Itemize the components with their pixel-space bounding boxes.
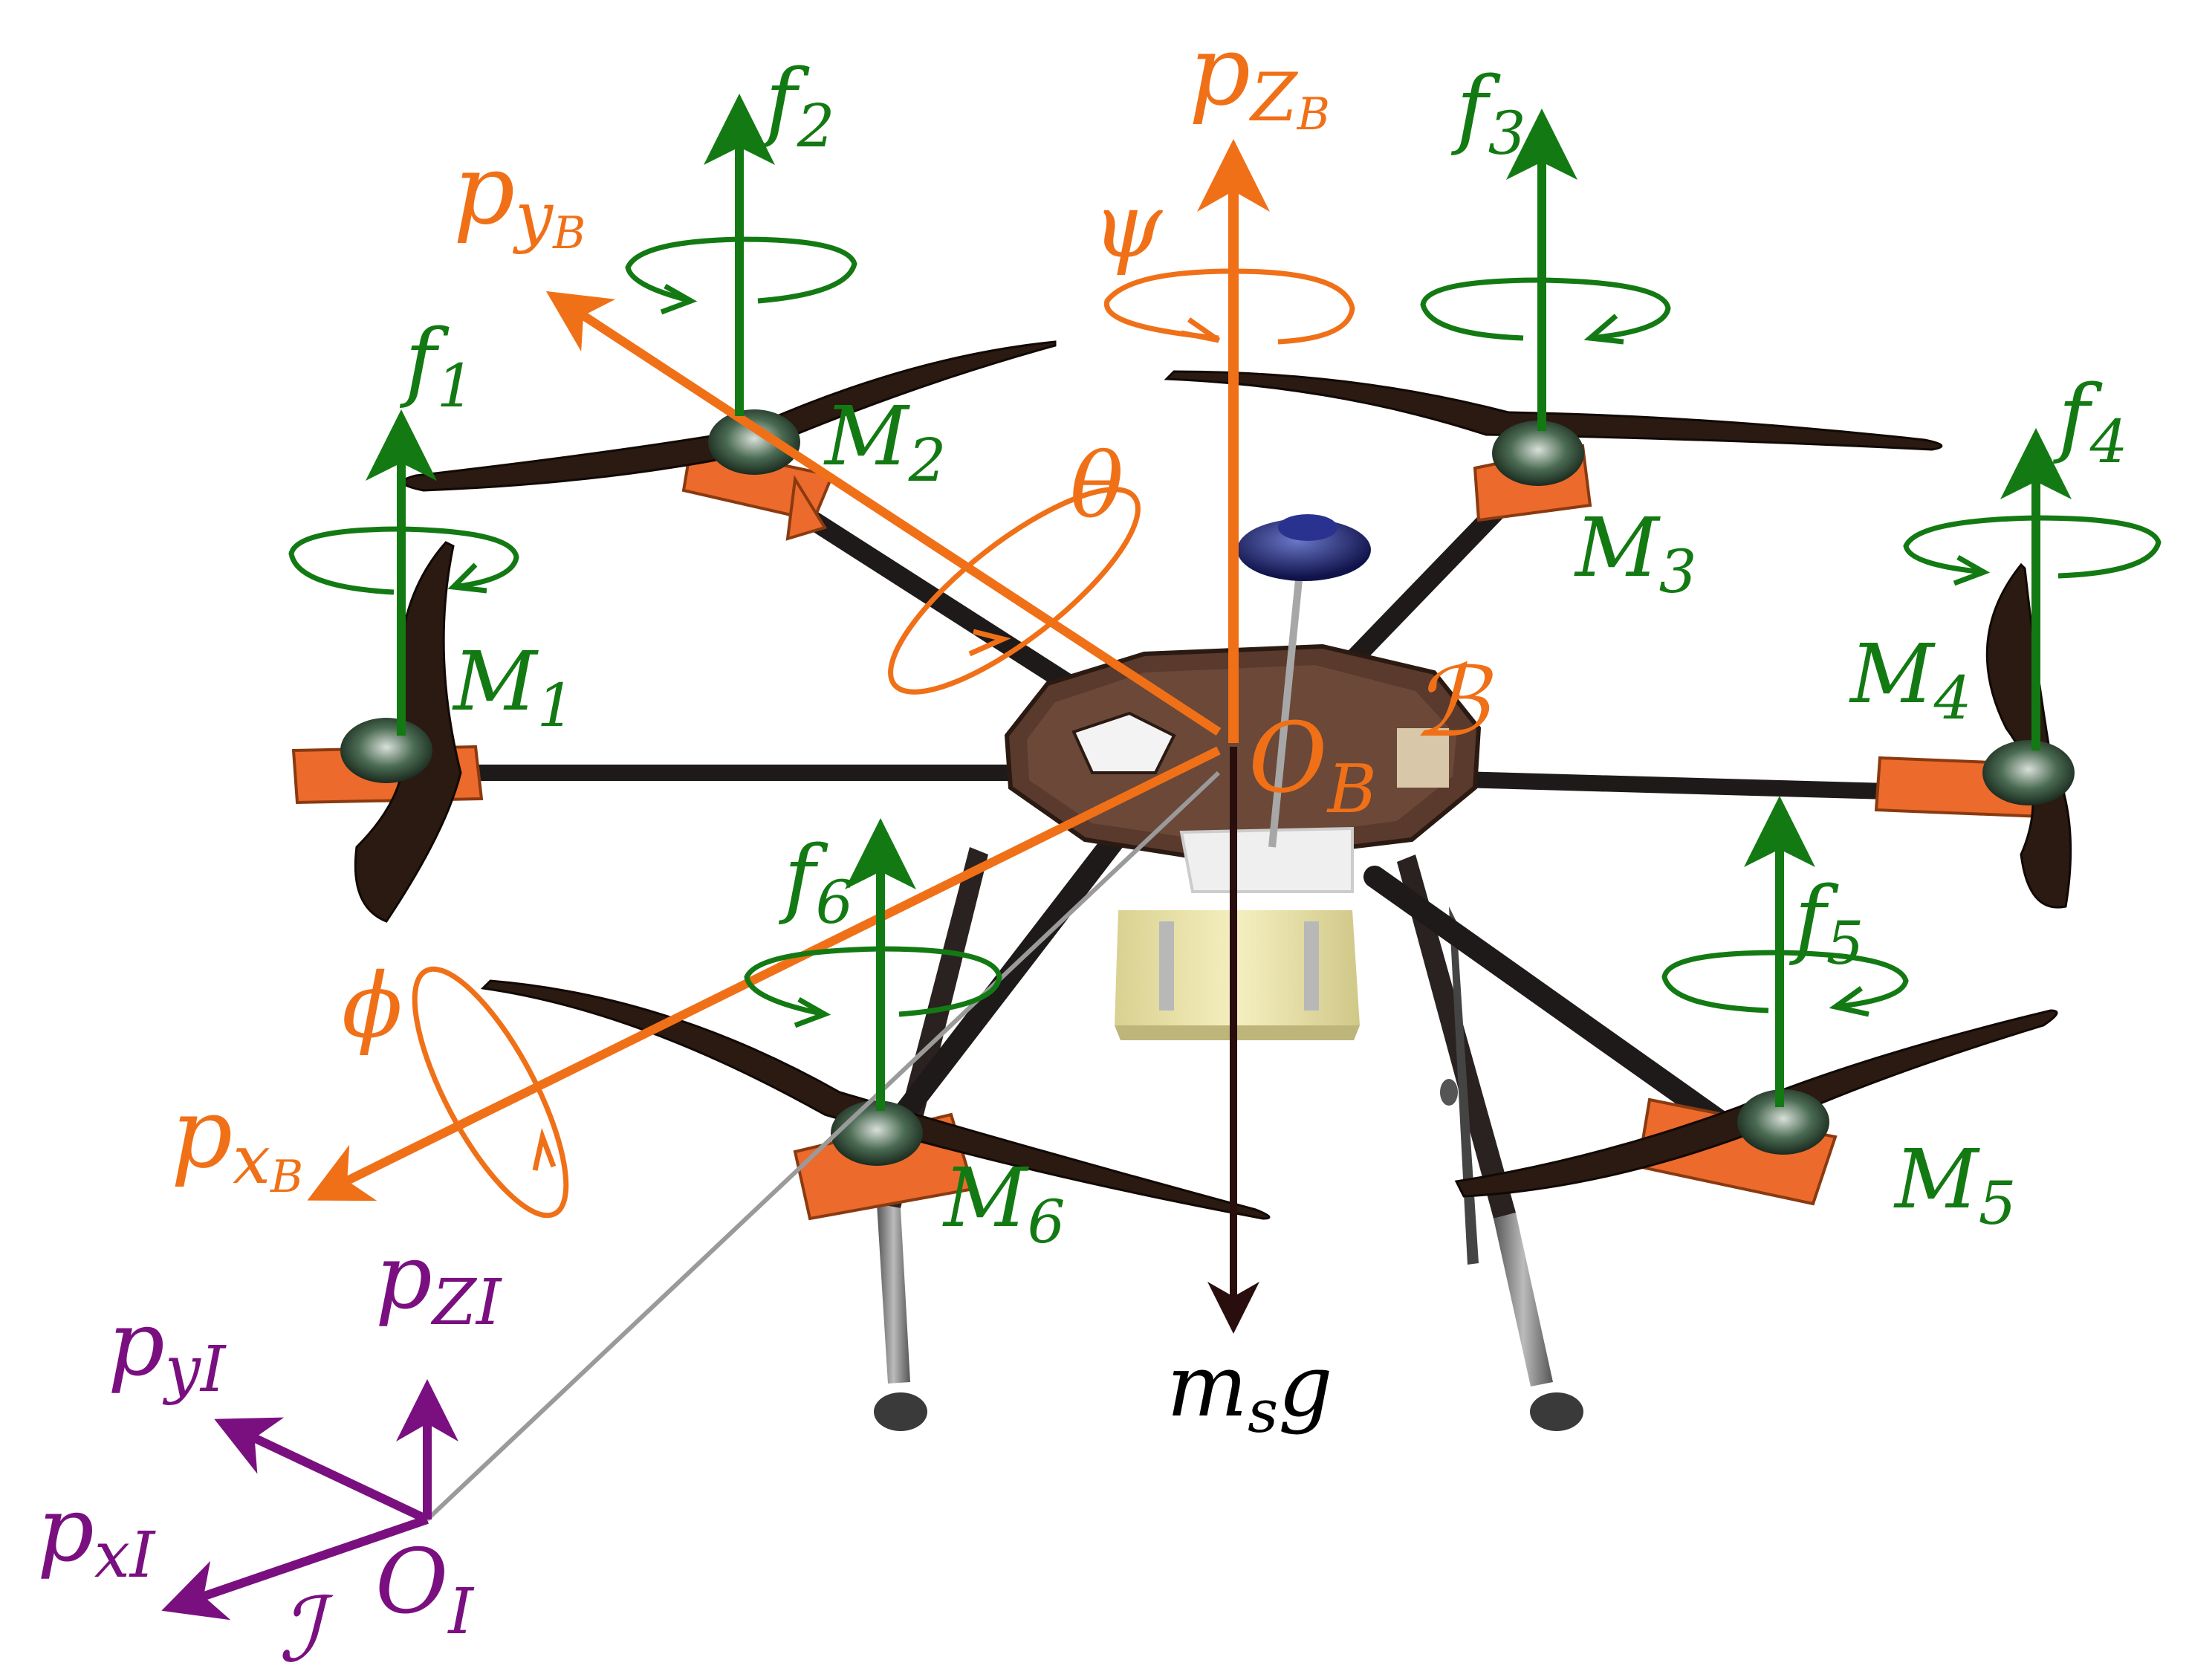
yaw-label: ψ [1092,175,1164,278]
inertial-x-axis-label: pxI [37,1479,156,1592]
center-frame [1004,514,1482,893]
body-x-axis-label: pxB [171,1077,303,1203]
motor-label-1: M1 [452,634,575,740]
motor-label-3: M3 [1574,500,1697,606]
body-origin-label: OB [1248,701,1377,828]
pitch-arrowhead [968,629,1011,657]
body-z-axis-label: pZB [1189,14,1330,140]
force-label-3: f3 [1450,59,1525,168]
force-label-5: f5 [1789,869,1864,978]
body-y-axis-label: pyB [453,133,586,259]
roll-arrowhead [532,1127,557,1171]
force-label-6: f6 [778,828,853,937]
body-y-axis [545,291,1222,736]
inertial-y-axis [214,1417,429,1524]
force-label-4: f4 [2052,367,2127,476]
yaw-rotation-arrow [1103,268,1355,345]
yaw-arrowhead [1181,317,1221,343]
thrust-group-2: f2 M2 [625,51,947,495]
body-frame: pZB pyB pxB ψ θ ϕ OB ℬ msg [171,14,1494,1446]
inertial-frame: pZI pyI pxI OI ℐ [37,1226,502,1680]
inertial-origin-label: OI [375,1531,474,1649]
body-frame-name: ℬ [1412,646,1494,759]
gravity-label: msg [1167,1337,1333,1446]
inertial-z-axis-label: pZI [375,1226,502,1340]
body-x-axis [307,746,1221,1201]
thrust-group-4: f4 M4 [1849,367,2162,750]
force-label-1: f1 [399,311,474,421]
roll-label: ϕ [342,955,403,1058]
pitch-label: θ [1070,435,1123,538]
motor-label-4: M4 [1849,626,1972,733]
thrust-group-3: f3 M3 [1420,59,1697,606]
motor-label-5: M5 [1893,1132,2017,1238]
origin-link-line [425,771,1221,1522]
motors [340,409,2075,1166]
force-label-2: f2 [759,51,834,160]
thrust-group-5: f5 M5 [1661,796,2017,1238]
motor-label-6: M6 [942,1150,1066,1256]
pitch-rotation-arrow [888,487,1141,695]
roll-rotation-arrow [412,966,569,1219]
inertial-frame-name: ℐ [279,1579,334,1680]
motor-label-2: M2 [823,389,947,495]
inertial-y-axis-label: pyI [108,1293,227,1407]
inertial-x-axis [161,1515,429,1621]
